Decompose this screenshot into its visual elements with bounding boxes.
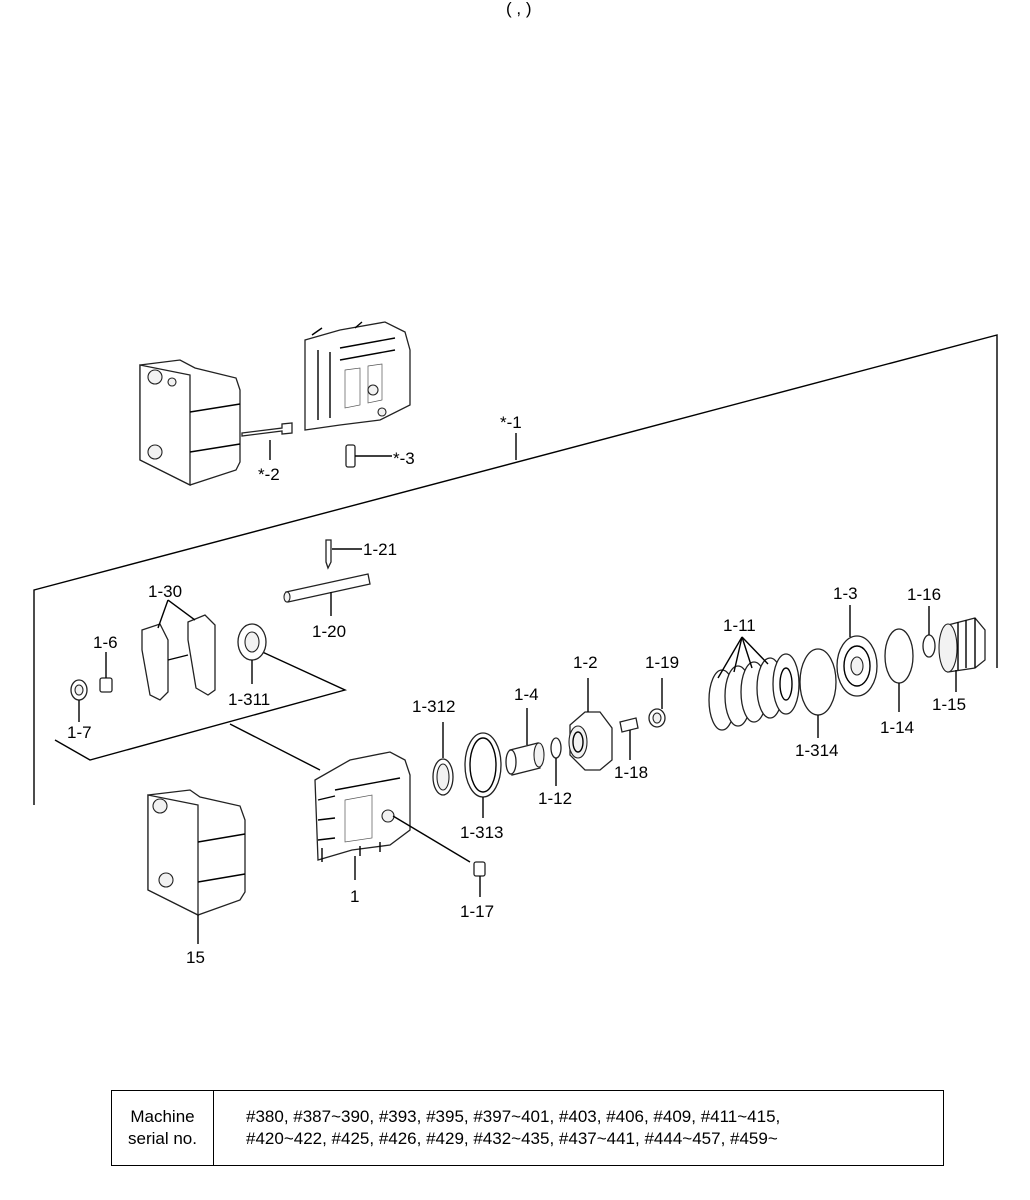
bolt-star-2	[241, 422, 293, 460]
nut-1-7	[70, 679, 88, 722]
piston-1-3	[836, 605, 878, 697]
serial-table-values: #380, #387~390, #393, #395, #397~401, #4…	[214, 1091, 943, 1165]
endcap-1-15	[938, 617, 986, 692]
bracket-1-30	[141, 599, 216, 701]
label-1-16: 1-16	[907, 585, 941, 604]
label-1-4: 1-4	[514, 685, 539, 704]
main-housing-1	[314, 751, 471, 880]
label-1: 1	[350, 887, 359, 906]
serial-values-line1: #380, #387~390, #393, #395, #397~401, #4…	[246, 1107, 781, 1126]
sleeve-1-4	[505, 708, 545, 776]
upper-cover-plate	[139, 359, 241, 487]
shaft-1-20	[283, 573, 371, 616]
serial-number-table: Machine serial no. #380, #387~390, #393,…	[111, 1090, 944, 1166]
snapring-1-14	[884, 628, 914, 712]
label-1-14: 1-14	[880, 718, 914, 737]
bracket-1-30-group	[54, 649, 348, 761]
label-1-12: 1-12	[538, 789, 572, 808]
pin-1-21	[325, 539, 362, 570]
label-1-30: 1-30	[148, 582, 182, 601]
seal-1-311	[237, 623, 267, 684]
serial-values-line2: #420~422, #425, #426, #429, #432~435, #4…	[246, 1129, 778, 1148]
oring-1-12	[550, 737, 562, 786]
serial-table-header: Machine serial no.	[112, 1091, 214, 1165]
label-1-7: 1-7	[67, 723, 92, 742]
flange-1-2	[568, 678, 613, 771]
bracket-star-1	[33, 334, 998, 805]
plug-star-3	[345, 444, 392, 468]
label-1-17: 1-17	[460, 902, 494, 921]
oring-1-314	[799, 648, 837, 738]
label-1-20: 1-20	[312, 622, 346, 641]
pin-1-18	[619, 717, 639, 760]
ring-1-313	[464, 732, 502, 818]
label-1-314: 1-314	[795, 741, 838, 760]
serial-header-line1: Machine	[130, 1107, 195, 1126]
plug-1-17	[473, 861, 486, 897]
label-1-2: 1-2	[573, 653, 598, 672]
label-1-311: 1-311	[228, 690, 270, 709]
ring-1-312	[432, 722, 454, 796]
part-1-6	[99, 652, 113, 693]
nut-1-19	[648, 678, 666, 728]
label-1-18: 1-18	[614, 763, 648, 782]
label-star-2: *-2	[258, 465, 280, 484]
label-1-6: 1-6	[93, 633, 118, 652]
label-star-3: *-3	[393, 449, 415, 468]
label-1-21: 1-21	[363, 540, 397, 559]
discs-1-11	[708, 636, 800, 731]
serial-header-line2: serial no.	[128, 1129, 197, 1148]
lower-cover-plate-15	[147, 789, 246, 944]
label-1-313: 1-313	[460, 823, 503, 842]
label-star-1: *-1	[500, 413, 522, 432]
label-1-312: 1-312	[412, 697, 455, 716]
label-1-11: 1-11	[723, 616, 756, 635]
label-1-19: 1-19	[645, 653, 679, 672]
label-1-15: 1-15	[932, 695, 966, 714]
header-fragment: ( , )	[506, 0, 532, 18]
label-15: 15	[186, 948, 205, 967]
upper-housing	[304, 321, 411, 431]
label-1-3: 1-3	[833, 584, 858, 603]
oring-1-16	[922, 606, 936, 658]
